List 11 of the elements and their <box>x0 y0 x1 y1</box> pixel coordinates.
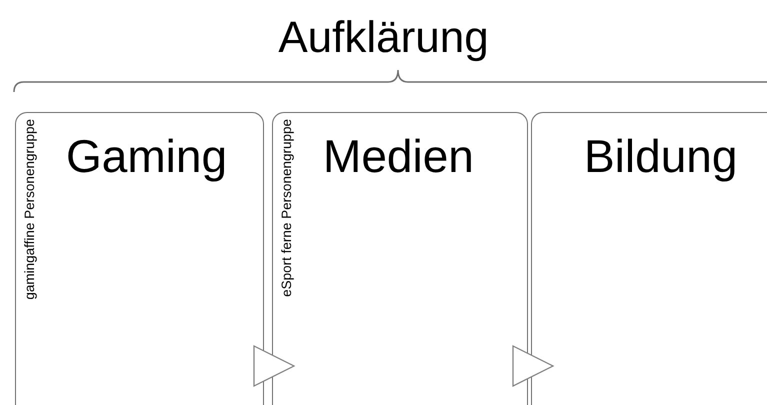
panel-heading: Bildung <box>584 129 738 183</box>
category-panel <box>272 112 528 405</box>
triangle-arrow <box>253 345 295 387</box>
vertical-label: gamingaffine Personengruppe <box>22 119 37 300</box>
triangle-arrow <box>512 345 554 387</box>
diagram-title: Aufklärung <box>277 12 490 64</box>
panel-heading: Gaming <box>66 129 228 183</box>
panel-heading: Medien <box>323 129 474 183</box>
category-panel <box>15 112 264 405</box>
vertical-label: eSport ferne Personengruppe <box>279 119 294 297</box>
category-panel <box>531 112 767 405</box>
